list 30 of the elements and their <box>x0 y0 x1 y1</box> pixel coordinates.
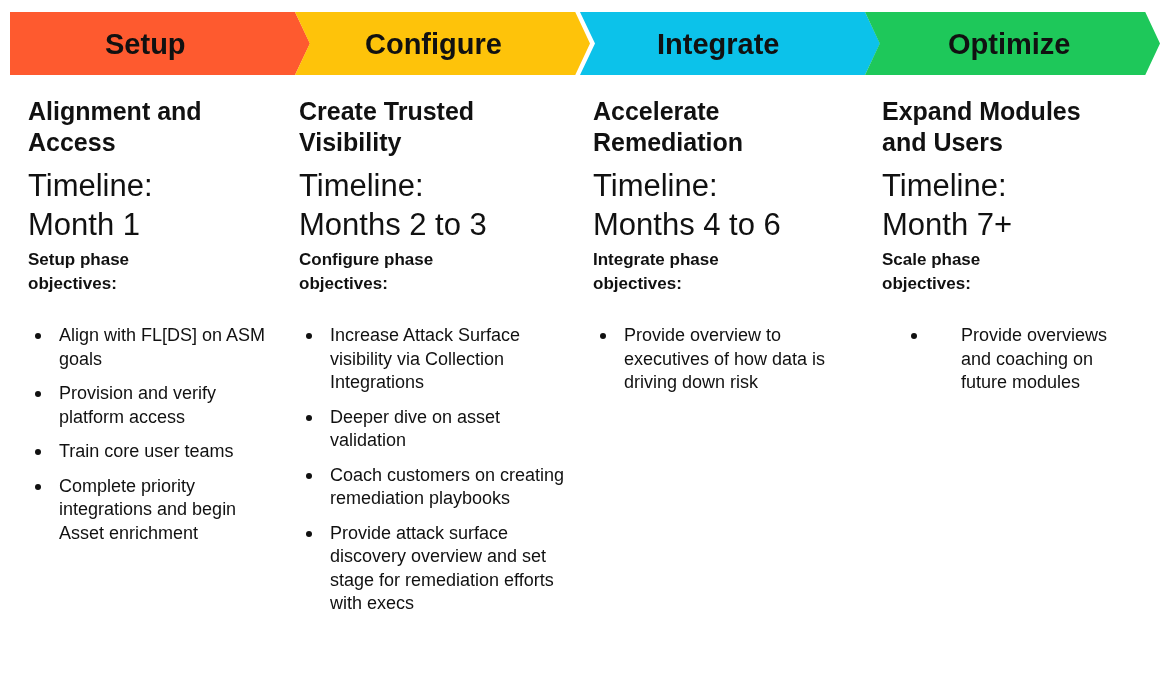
timeline-text: Months 4 to 6 <box>593 206 781 244</box>
bullet-item: Align with FL[DS] on ASM goals <box>59 325 266 369</box>
timeline-text: Timeline: <box>593 167 718 205</box>
objectives-heading: Scale phase objectives: <box>882 249 982 295</box>
bullet-item: Train core user teams <box>59 441 234 461</box>
timeline-text: Timeline: <box>882 167 1007 205</box>
bullet-item: Increase Attack Surface visibility via Collection Integrations <box>330 325 521 392</box>
bullet-item: Provide overview to executives of how data is driving down risk <box>624 325 826 392</box>
bullet-item: Complete priority integrations and begin Asset enrichment <box>59 475 237 543</box>
bullet-item: Provide overviews and coaching on future modules <box>961 325 1108 392</box>
column-heading: Create Trusted Visibility <box>299 96 476 158</box>
timeline-text: Month 7+ <box>882 206 1013 244</box>
bullet-item: Provide attack surface discovery overview and set stage for remediation efforts with execs <box>330 522 554 613</box>
bullet-item: Deeper dive on asset validation <box>330 406 501 450</box>
timeline-text: Months 2 to 3 <box>299 206 487 244</box>
objectives-heading: Integrate phase objectives: <box>593 249 720 295</box>
column-heading: Expand Modules and Users <box>882 96 1082 158</box>
phase-title: Optimize <box>948 27 1071 60</box>
objectives-heading: Setup phase objectives: <box>28 249 131 295</box>
timeline-text: Month 1 <box>28 206 140 244</box>
bullet-item: Provision and verify platform access <box>59 383 217 427</box>
phase-title: Setup <box>105 27 186 60</box>
column-heading: Alignment and Access <box>28 96 203 158</box>
timeline-text: Timeline: <box>299 167 424 205</box>
phase-title: Integrate <box>657 27 780 60</box>
objectives-heading: Configure phase objectives: <box>299 249 435 295</box>
phase-title: Configure <box>365 27 502 60</box>
bullet-item: Coach customers on creating remediation playbooks <box>330 464 565 508</box>
timeline-text: Timeline: <box>28 167 153 205</box>
column-heading: Accelerate Remediation <box>593 96 745 158</box>
